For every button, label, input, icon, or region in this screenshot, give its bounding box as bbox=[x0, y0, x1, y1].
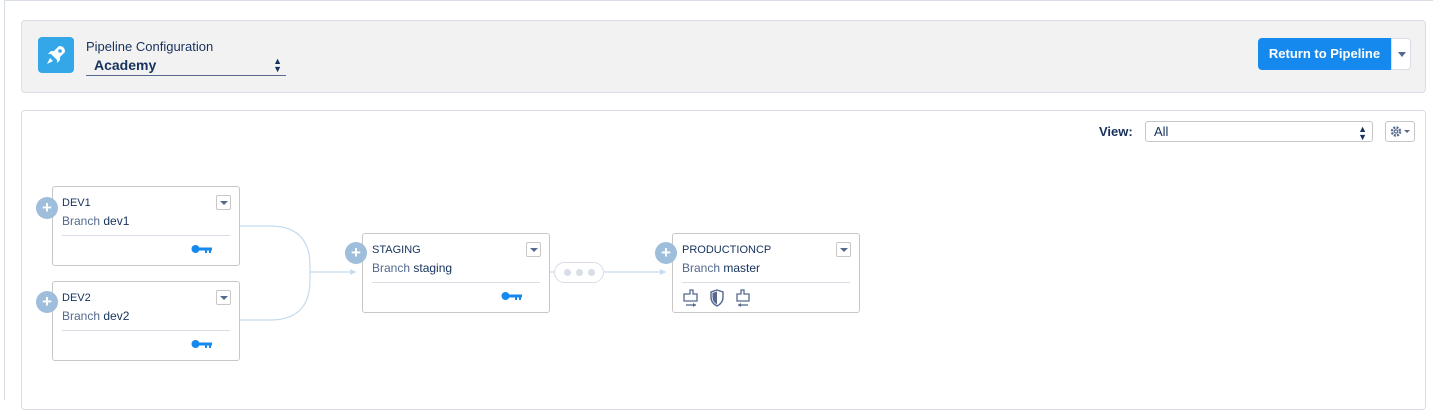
pipeline-connectors bbox=[239, 225, 666, 321]
key-icon[interactable] bbox=[191, 244, 213, 254]
key-icon[interactable] bbox=[501, 291, 523, 301]
stage-branch: Branch dev1 bbox=[62, 214, 130, 228]
divider bbox=[62, 235, 230, 236]
add-stage-button[interactable]: + bbox=[345, 242, 367, 264]
pipeline-select-value: Academy bbox=[94, 57, 157, 73]
view-select[interactable]: All ▲▼ bbox=[1145, 121, 1373, 142]
divider bbox=[62, 330, 230, 331]
deploy-icon[interactable] bbox=[681, 288, 701, 308]
more-actions-button[interactable] bbox=[1391, 38, 1411, 70]
stage-name: PRODUCTIONCP bbox=[682, 244, 772, 256]
back-promote-icon[interactable] bbox=[733, 288, 753, 308]
stage-menu-button[interactable] bbox=[526, 242, 541, 257]
stage-name: DEV2 bbox=[62, 292, 91, 304]
stage-branch: Branch master bbox=[682, 261, 761, 275]
add-stage-button[interactable]: + bbox=[36, 197, 58, 219]
stage-name: DEV1 bbox=[62, 197, 91, 209]
add-stage-button[interactable]: + bbox=[36, 291, 58, 313]
stage-card-dev1[interactable]: DEV1 Branch dev1 bbox=[52, 186, 240, 266]
stage-menu-button[interactable] bbox=[216, 290, 231, 305]
sort-caret-icon: ▲▼ bbox=[1358, 124, 1367, 142]
gear-icon bbox=[1390, 126, 1410, 137]
more-stages-indicator[interactable] bbox=[554, 262, 604, 283]
stage-menu-button[interactable] bbox=[216, 195, 231, 210]
settings-button[interactable] bbox=[1385, 121, 1415, 142]
key-icon[interactable] bbox=[191, 339, 213, 349]
stage-menu-button[interactable] bbox=[836, 242, 851, 257]
view-label: View: bbox=[1099, 124, 1133, 139]
return-to-pipeline-button[interactable]: Return to Pipeline bbox=[1258, 38, 1391, 70]
page-header: Pipeline Configuration Academy ▲▼ Return… bbox=[21, 20, 1426, 93]
sort-caret-icon: ▲▼ bbox=[273, 56, 282, 74]
stage-branch: Branch staging bbox=[372, 261, 453, 275]
stage-branch: Branch dev2 bbox=[62, 309, 130, 323]
divider bbox=[372, 282, 540, 283]
stage-name: STAGING bbox=[372, 244, 421, 256]
stage-card-staging[interactable]: STAGING Branch staging bbox=[362, 233, 550, 313]
page-title: Pipeline Configuration bbox=[86, 39, 214, 54]
divider bbox=[682, 282, 850, 283]
pipeline-select[interactable]: Academy ▲▼ bbox=[86, 56, 286, 76]
shield-icon[interactable] bbox=[707, 288, 727, 308]
view-select-value: All bbox=[1154, 124, 1169, 139]
stage-card-productioncp[interactable]: PRODUCTIONCP Branch master bbox=[672, 233, 860, 313]
rocket-icon bbox=[38, 37, 74, 73]
stage-card-dev2[interactable]: DEV2 Branch dev2 bbox=[52, 281, 240, 361]
add-stage-button[interactable]: + bbox=[655, 242, 677, 264]
